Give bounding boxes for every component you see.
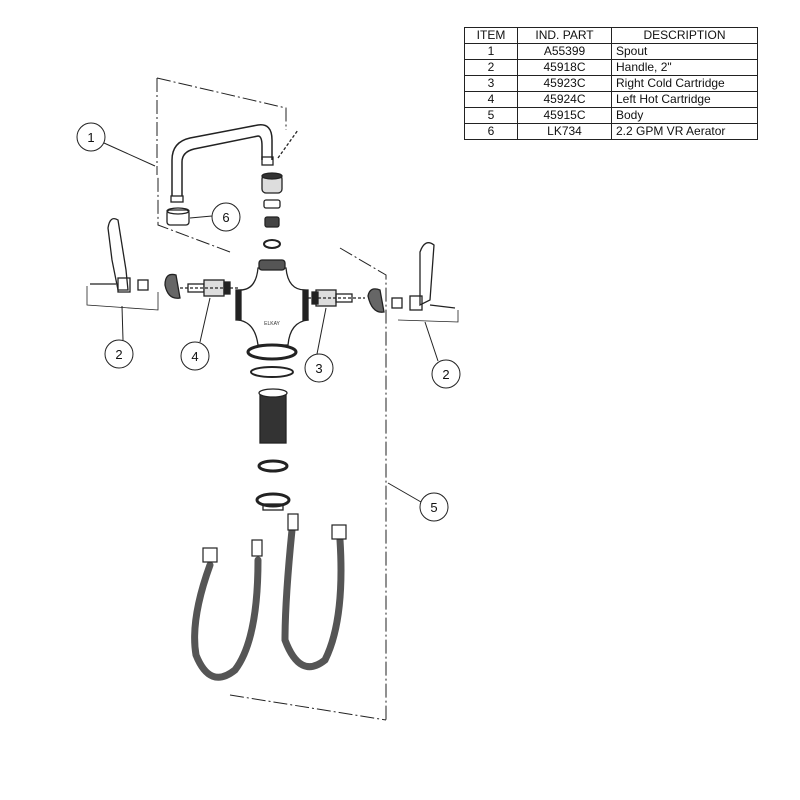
seal-ring [263,239,281,249]
faucet-body: ELKAY [235,259,309,346]
callout-1: 1 [76,122,106,152]
left-handle-assembly [86,217,181,311]
cell-description: Left Hot Cartridge [611,91,758,108]
cell-description: 2.2 GPM VR Aerator [611,123,758,140]
cell-description: Handle, 2" [611,59,758,76]
leader-lines [103,142,439,503]
assembly-phantom-lines [156,77,387,721]
washer [263,199,281,209]
svg-text:5: 5 [430,500,437,515]
cold-cartridge [308,289,365,307]
svg-text:4: 4 [191,349,198,364]
hot-cartridge [180,279,238,297]
body-logo: ELKAY [264,321,280,327]
callout-5: 5 [419,492,449,522]
o-ring [264,216,280,228]
callout-4: 4 [180,341,210,371]
svg-text:2: 2 [442,367,449,382]
right-handle-assembly [367,242,459,323]
o-ring-lower [250,366,294,378]
callout-2-right: 2 [431,359,461,389]
svg-text:2: 2 [115,347,122,362]
supply-hoses [191,526,345,681]
aerator [166,207,190,226]
svg-text:6: 6 [222,210,229,225]
svg-text:1: 1 [87,130,94,145]
gasket [246,343,298,361]
cell-part: LK734 [517,123,612,140]
spout [170,124,299,203]
callout-6: 6 [211,202,241,232]
svg-text:3: 3 [315,361,322,376]
callout-3: 3 [304,353,334,383]
washer-lower [257,459,289,473]
hose-fittings [202,513,347,563]
shank [258,388,288,444]
callout-2-left: 2 [104,339,134,369]
lock-nut [255,492,291,511]
spout-nut [261,172,283,194]
